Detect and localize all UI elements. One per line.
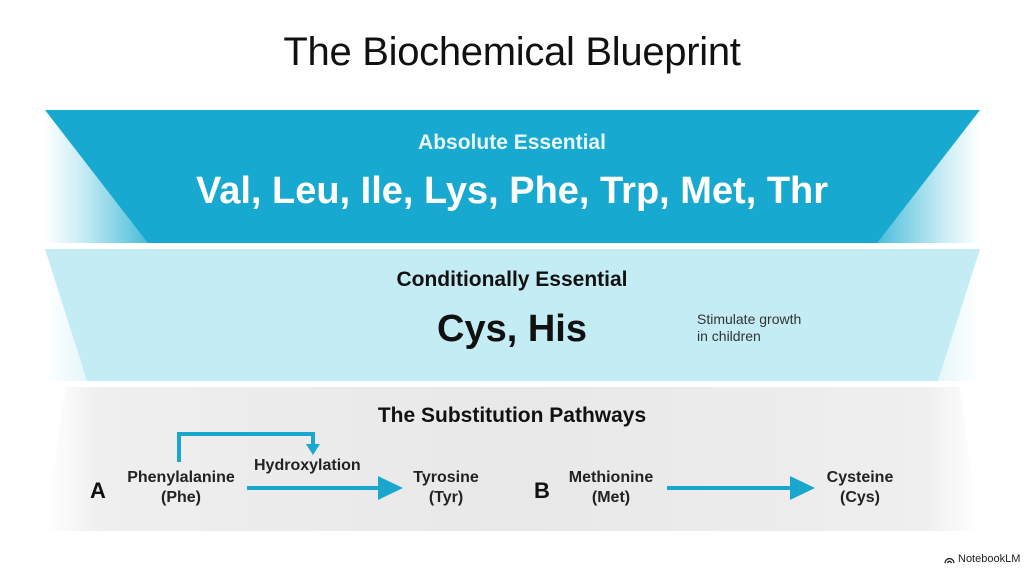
notebooklm-brand: NotebookLM [944, 553, 1020, 565]
pathway-b-letter: B [534, 478, 550, 503]
cysteine-name: Cysteine [826, 469, 894, 486]
absolute-essential-amino-acids: Val, Leu, Ile, Lys, Phe, Trp, Met, Thr [195, 170, 829, 212]
phe-to-tyr-arrowhead [378, 476, 403, 500]
cysteine-node: Cysteine (Cys) [790, 468, 930, 508]
conditional-note-line1: Stimulate growth [697, 311, 802, 327]
pathway-a-letter: A [90, 478, 106, 503]
conditional-essential-amino-acids: Cys, His [437, 308, 587, 350]
conditional-essential-label: Conditionally Essential [396, 268, 628, 291]
notebooklm-logo-icon [944, 557, 955, 563]
phenylalanine-name: Phenylalanine [127, 469, 235, 486]
absolute-essential-band [45, 110, 980, 243]
methionine-abbr: (Met) [591, 489, 631, 506]
substitution-band [45, 387, 980, 531]
conditional-note: Stimulate growth in children [697, 311, 847, 345]
absolute-essential-label: Absolute Essential [418, 131, 606, 154]
hydroxylation-label: Hydroxylation [254, 457, 361, 474]
phenylalanine-node: Phenylalanine (Phe) [111, 468, 251, 508]
conditional-note-line2: in children [697, 328, 761, 344]
conditional-essential-band [45, 249, 980, 381]
methionine-node: Methionine (Met) [541, 468, 681, 508]
page-title: The Biochemical Blueprint [283, 30, 741, 74]
tyrosine-abbr: (Tyr) [428, 489, 464, 506]
substitution-label: The Substitution Pathways [377, 404, 647, 427]
cysteine-abbr: (Cys) [839, 489, 880, 506]
phenylalanine-abbr: (Phe) [161, 489, 201, 506]
tyrosine-node: Tyrosine (Tyr) [376, 468, 516, 508]
met-to-cys-arrowhead [790, 476, 815, 500]
tyrosine-name: Tyrosine [413, 469, 479, 486]
hydroxylation-elbow-arrowhead [306, 444, 320, 455]
hydroxylation-elbow-connector [177, 432, 315, 462]
methionine-name: Methionine [568, 469, 654, 486]
brand-name: NotebookLM [958, 553, 1021, 565]
